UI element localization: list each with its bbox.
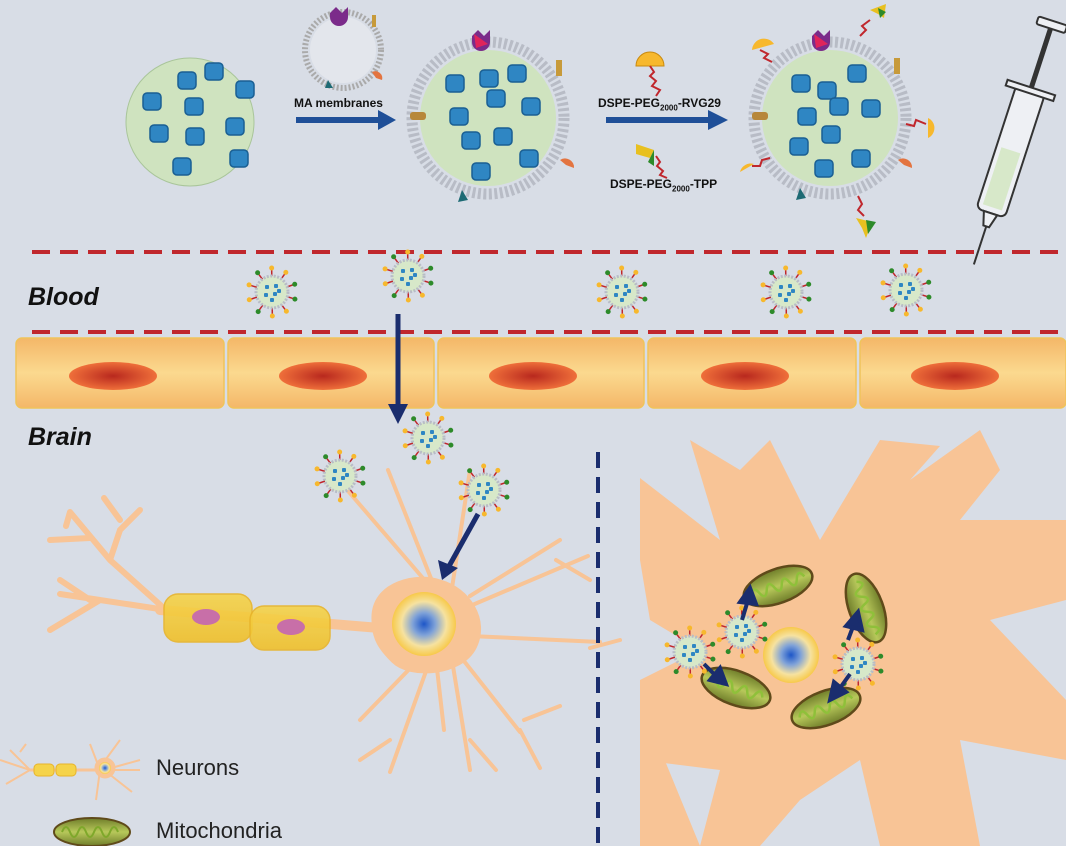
nanoparticle-icon [458, 463, 510, 517]
nanoparticle-icon [716, 605, 768, 659]
syringe-icon [972, 15, 1066, 265]
membrane-coating-arrow [296, 110, 396, 130]
zoomed-nucleus [763, 627, 819, 683]
nanoparticle-icon [760, 265, 812, 319]
blood-nanoparticles [246, 249, 932, 319]
legend-mitochondria-label: Mitochondria [156, 818, 282, 843]
nanoparticle-icon [832, 637, 884, 691]
drug-cubes [142, 62, 255, 176]
targeted-nanoparticle [740, 4, 935, 238]
nanoparticle-icon [314, 449, 366, 503]
brain-nanoparticles [314, 411, 510, 517]
mito-targeting-arrows [702, 583, 865, 704]
nanoparticle-icon [246, 265, 298, 319]
legend-neurons-label: Neurons [156, 755, 240, 780]
nanoparticle-icon [402, 411, 454, 465]
tpp-ligand-icon [636, 144, 668, 179]
bbb-crossing-arrow [388, 314, 408, 424]
nanoparticle-icon [880, 263, 932, 317]
ma-membrane-vesicle [302, 7, 384, 91]
rvg29-ligand-icon [635, 51, 665, 97]
tpp-label: DSPE-PEG2000-TPP [610, 177, 718, 194]
membrane-coated-particle [406, 30, 575, 202]
bare-core-particle [125, 57, 255, 187]
endothelial-layer [15, 337, 1066, 409]
functionalization-arrow [606, 110, 728, 130]
brain-label: Brain [28, 423, 92, 451]
nanoparticle-icon [382, 249, 434, 303]
legend-mitochondria-icon [53, 817, 131, 846]
zoom-nanoparticles [664, 605, 884, 691]
mitochondrion-icon [790, 686, 862, 730]
legend-neuron-icon [0, 739, 141, 801]
nanoparticle-icon [664, 625, 716, 679]
blood-label: Blood [28, 283, 99, 311]
neuron [47, 468, 622, 774]
rvg29-label: DSPE-PEG2000-RVG29 [598, 96, 721, 113]
myelin-sheaths [163, 593, 331, 651]
neuron-nucleus [392, 592, 456, 656]
uptake-arrow [438, 512, 481, 580]
nanoparticle-icon [596, 265, 648, 319]
ma-membranes-label: MA membranes [294, 96, 383, 110]
zoomed-neuron [640, 430, 1066, 846]
